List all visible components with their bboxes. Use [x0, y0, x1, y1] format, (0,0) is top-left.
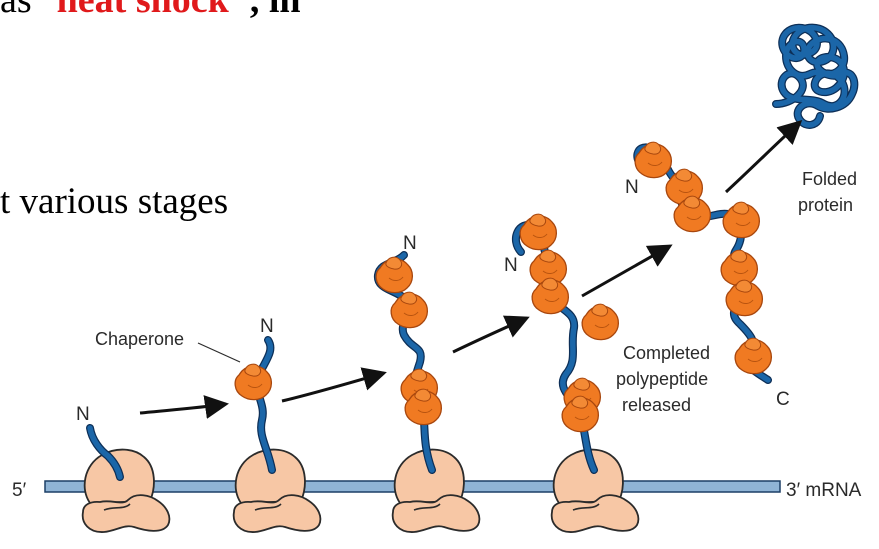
progress-arrow-4 [582, 246, 670, 296]
completed-label-line-1: Completed [623, 343, 710, 363]
chaperone-4d [582, 304, 618, 339]
folded-label-line-2: protein [798, 195, 853, 215]
folded-protein [776, 28, 854, 125]
n-terminus-label-4: N [504, 255, 518, 276]
three-prime-mrna-label: 3′ mRNA [786, 480, 862, 501]
progress-arrow-3 [453, 318, 527, 352]
n-terminus-label-2: N [260, 316, 274, 337]
progress-arrow-5 [726, 122, 800, 192]
n-terminus-label-1: N [76, 404, 90, 425]
progress-arrow-2 [282, 373, 384, 401]
chaperone-3a [376, 257, 412, 292]
chaperone-label: Chaperone [95, 329, 184, 349]
n-terminus-label-5: N [625, 177, 639, 198]
chaperone-4c [532, 278, 568, 313]
n-terminus-label-3: N [403, 233, 417, 254]
polypeptide-chain-2 [257, 340, 272, 470]
progress-arrow-1 [140, 404, 226, 413]
chaperone-4a [520, 214, 556, 249]
five-prime-label: 5′ [12, 480, 27, 501]
chaperone-5f [726, 280, 762, 315]
folded-label-line-1: Folded [802, 169, 857, 189]
chaperone-5d [723, 202, 759, 237]
c-terminus-label: C [776, 389, 790, 410]
chaperone-leader-line [198, 343, 240, 362]
chaperone-5g [735, 338, 771, 373]
completed-label-line-2: polypeptide [616, 369, 708, 389]
chaperone-5e [721, 250, 757, 285]
completed-label-line-3: released [622, 395, 691, 415]
